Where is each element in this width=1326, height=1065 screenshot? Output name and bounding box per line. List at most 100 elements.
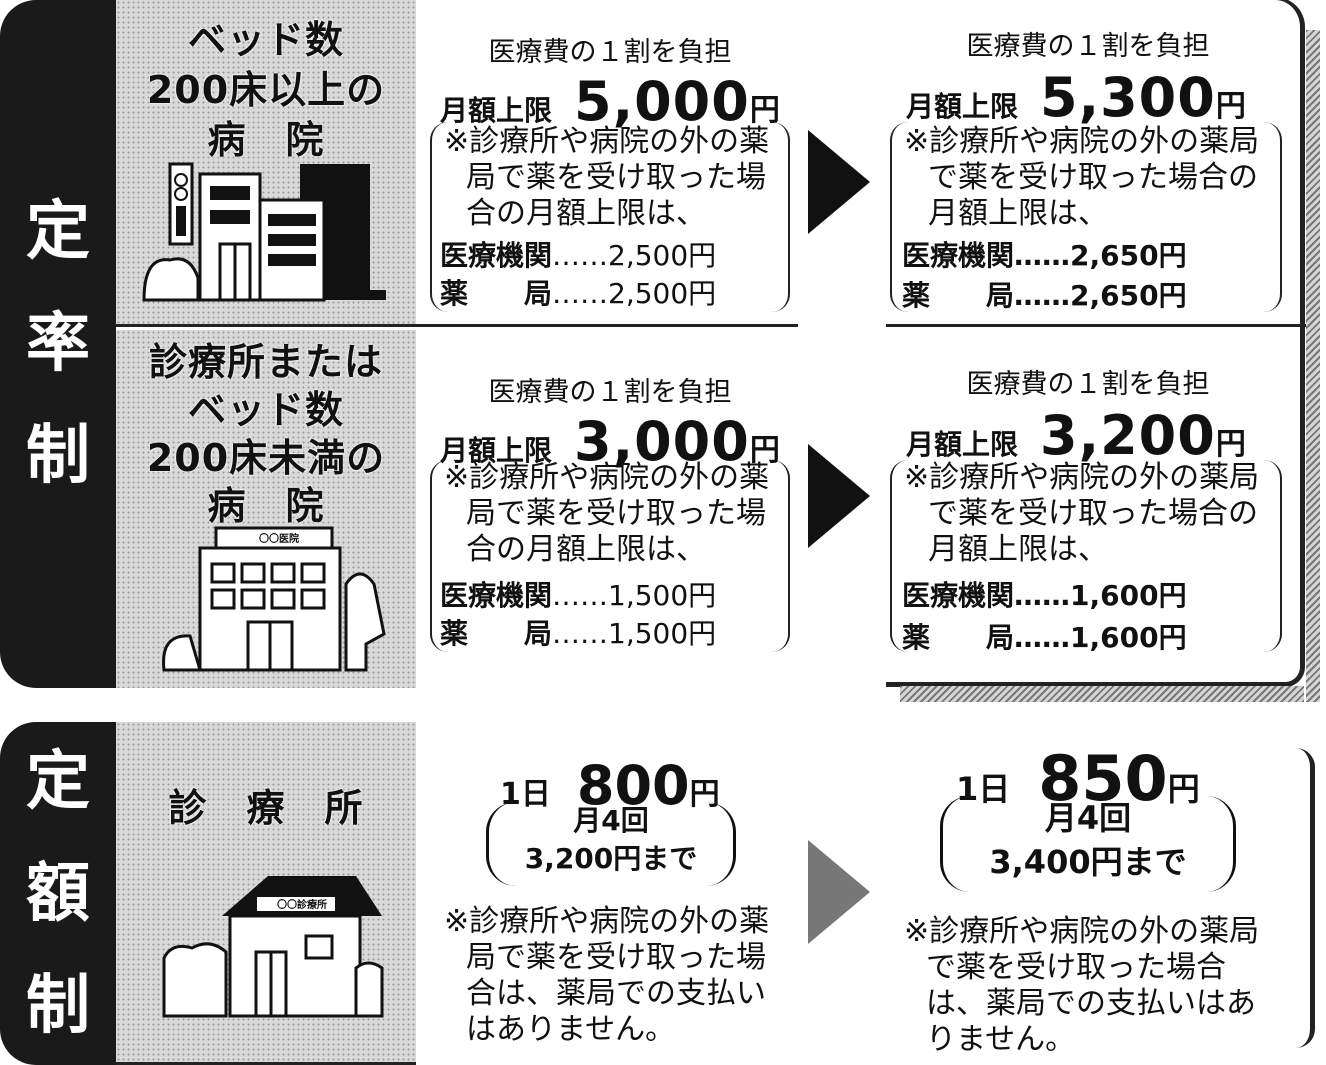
yen-unit: 円 [1167, 770, 1200, 808]
panel-title-line: ベッド数 [187, 18, 344, 62]
arrow-right-icon [808, 840, 870, 944]
cap-row-medical: 医療機関……1,500円 [440, 574, 716, 614]
label-char: 制 [26, 419, 90, 493]
burden-text: 医療費の１割を負担 [488, 37, 732, 68]
note-line: で薬を受け取った場合の [928, 160, 1258, 195]
row-label: 医療機関 [902, 579, 1015, 612]
note-line: 局で薬を受け取った場 [466, 496, 766, 531]
label-char: 定 [26, 195, 90, 269]
arrow-right-icon [808, 130, 870, 234]
small-hospital-icon [162, 526, 386, 672]
limit-amount: 5,300 [1040, 66, 1216, 129]
arrow-right-icon [808, 444, 870, 548]
cap-row-medical: 医療機関……2,650円 [902, 234, 1187, 274]
burden-text: 医療費の１割を負担 [966, 31, 1210, 62]
monthly-cap: 3,200円まで [524, 842, 698, 875]
note-line: 局で薬を受け取った場 [466, 940, 766, 975]
note-line: で薬を受け取った場合 [926, 950, 1226, 985]
divider [116, 1062, 416, 1065]
cap-row-medical: 医療機関……1,600円 [902, 574, 1187, 614]
row-label: 薬 局 [902, 621, 1015, 654]
limit-amount: 3,200 [1040, 404, 1216, 467]
note-bracket [890, 460, 1282, 652]
row-value: ……1,600円 [1014, 621, 1187, 654]
row-value: ……2,500円 [552, 277, 717, 310]
panel-title-line: ベッド数 [187, 388, 344, 432]
note-line: 局で薬を受け取った場 [466, 160, 766, 195]
monthly-times: 月4回 [1044, 799, 1132, 837]
burden-text: 医療費の１割を負担 [488, 377, 732, 408]
row-value: ……1,500円 [552, 617, 717, 650]
yen-unit: 円 [1215, 427, 1246, 462]
note-bracket [890, 122, 1282, 312]
divider [886, 324, 1306, 327]
note-line: で薬を受け取った場合の [928, 496, 1258, 531]
monthly-limit: 月額上限 3,200円 [906, 404, 1246, 467]
cap-row-pharmacy: 薬 局……2,500円 [440, 272, 716, 312]
row-value: ……2,500円 [552, 239, 717, 272]
row-label: 薬 局 [440, 617, 553, 650]
revised-frame-top [886, 0, 1305, 687]
row-value: ……2,650円 [1014, 279, 1187, 312]
divider [116, 324, 798, 327]
note-line: ※診療所や病院の外の薬 [444, 460, 770, 495]
panel-title: 診 療 所 [168, 786, 364, 830]
label-char: 率 [26, 307, 90, 381]
note-bracket [430, 122, 790, 312]
limit-amount: 3,000 [574, 410, 750, 473]
monthly-times: 月4回 [573, 804, 649, 837]
row-label: 医療機関 [902, 239, 1015, 272]
panel-title-line: 病 院 [207, 118, 325, 162]
note-line: 合の月額上限は、 [466, 196, 706, 231]
panel-title-line: 200床未満の [146, 436, 386, 480]
large-hospital-icon [142, 162, 386, 302]
day-amount: 850 [1038, 742, 1168, 815]
fixed-amount-label: 定 額 制 [0, 722, 116, 1065]
note-line: 月額上限は、 [928, 532, 1108, 567]
hatched-shadow [900, 686, 1304, 702]
burden-text: 医療費の１割を負担 [966, 369, 1210, 400]
small-hospital-panel: 診療所または ベッド数 200床未満の 病 院 〇〇医院 [116, 330, 416, 688]
note-line: 合は、薬局での支払い [466, 976, 766, 1011]
note-line: 合の月額上限は、 [466, 532, 706, 567]
row-label: 医療機関 [440, 239, 553, 272]
note-line: ※診療所や病院の外の薬 [444, 904, 770, 939]
note-line: は、薬局での支払いはあ [926, 986, 1256, 1021]
monthly-cap-paren: 月4回 3,400円まで [940, 796, 1236, 892]
clinic-sign: 〇〇診療所 [277, 900, 327, 911]
large-hospital-panel: ベッド数 200床以上の 病 院 [116, 0, 416, 324]
hatched-shadow [1306, 30, 1320, 702]
revised-frame-bottom [1296, 748, 1315, 1048]
panel-title-line: 病 院 [207, 484, 325, 528]
note-line: りません。 [926, 1022, 1076, 1057]
cap-row-pharmacy: 薬 局……1,600円 [902, 616, 1187, 656]
label-char: 制 [26, 968, 90, 1043]
clinic-panel: 診 療 所 〇〇診療所 [116, 722, 416, 1065]
note-line: はありません。 [466, 1012, 676, 1047]
label-char: 定 [26, 744, 90, 819]
note-line: ※診療所や病院の外の薬 [444, 124, 770, 159]
fixed-rate-label: 定 率 制 [0, 0, 116, 688]
note-bracket [430, 460, 790, 652]
row-value: ……1,600円 [1014, 579, 1187, 612]
cap-row-medical: 医療機関……2,500円 [440, 234, 716, 274]
limit-label: 月額上限 [440, 434, 553, 467]
note-line: ※診療所や病院の外の薬局 [904, 460, 1260, 495]
label-char: 額 [26, 856, 90, 931]
limit-label: 月額上限 [906, 90, 1019, 123]
clinic-icon [162, 876, 384, 1018]
day-amount: 800 [576, 754, 690, 817]
limit-label: 月額上限 [440, 94, 553, 127]
note-line: ※診療所や病院の外の薬局 [904, 914, 1260, 949]
cap-row-pharmacy: 薬 局……1,500円 [440, 612, 716, 652]
limit-label: 月額上限 [906, 428, 1019, 461]
row-value: ……2,650円 [1014, 239, 1187, 272]
hospital-sign: 〇〇医院 [259, 534, 299, 545]
note-line: 月額上限は、 [928, 196, 1108, 231]
row-label: 薬 局 [440, 277, 553, 310]
row-value: ……1,500円 [552, 579, 717, 612]
